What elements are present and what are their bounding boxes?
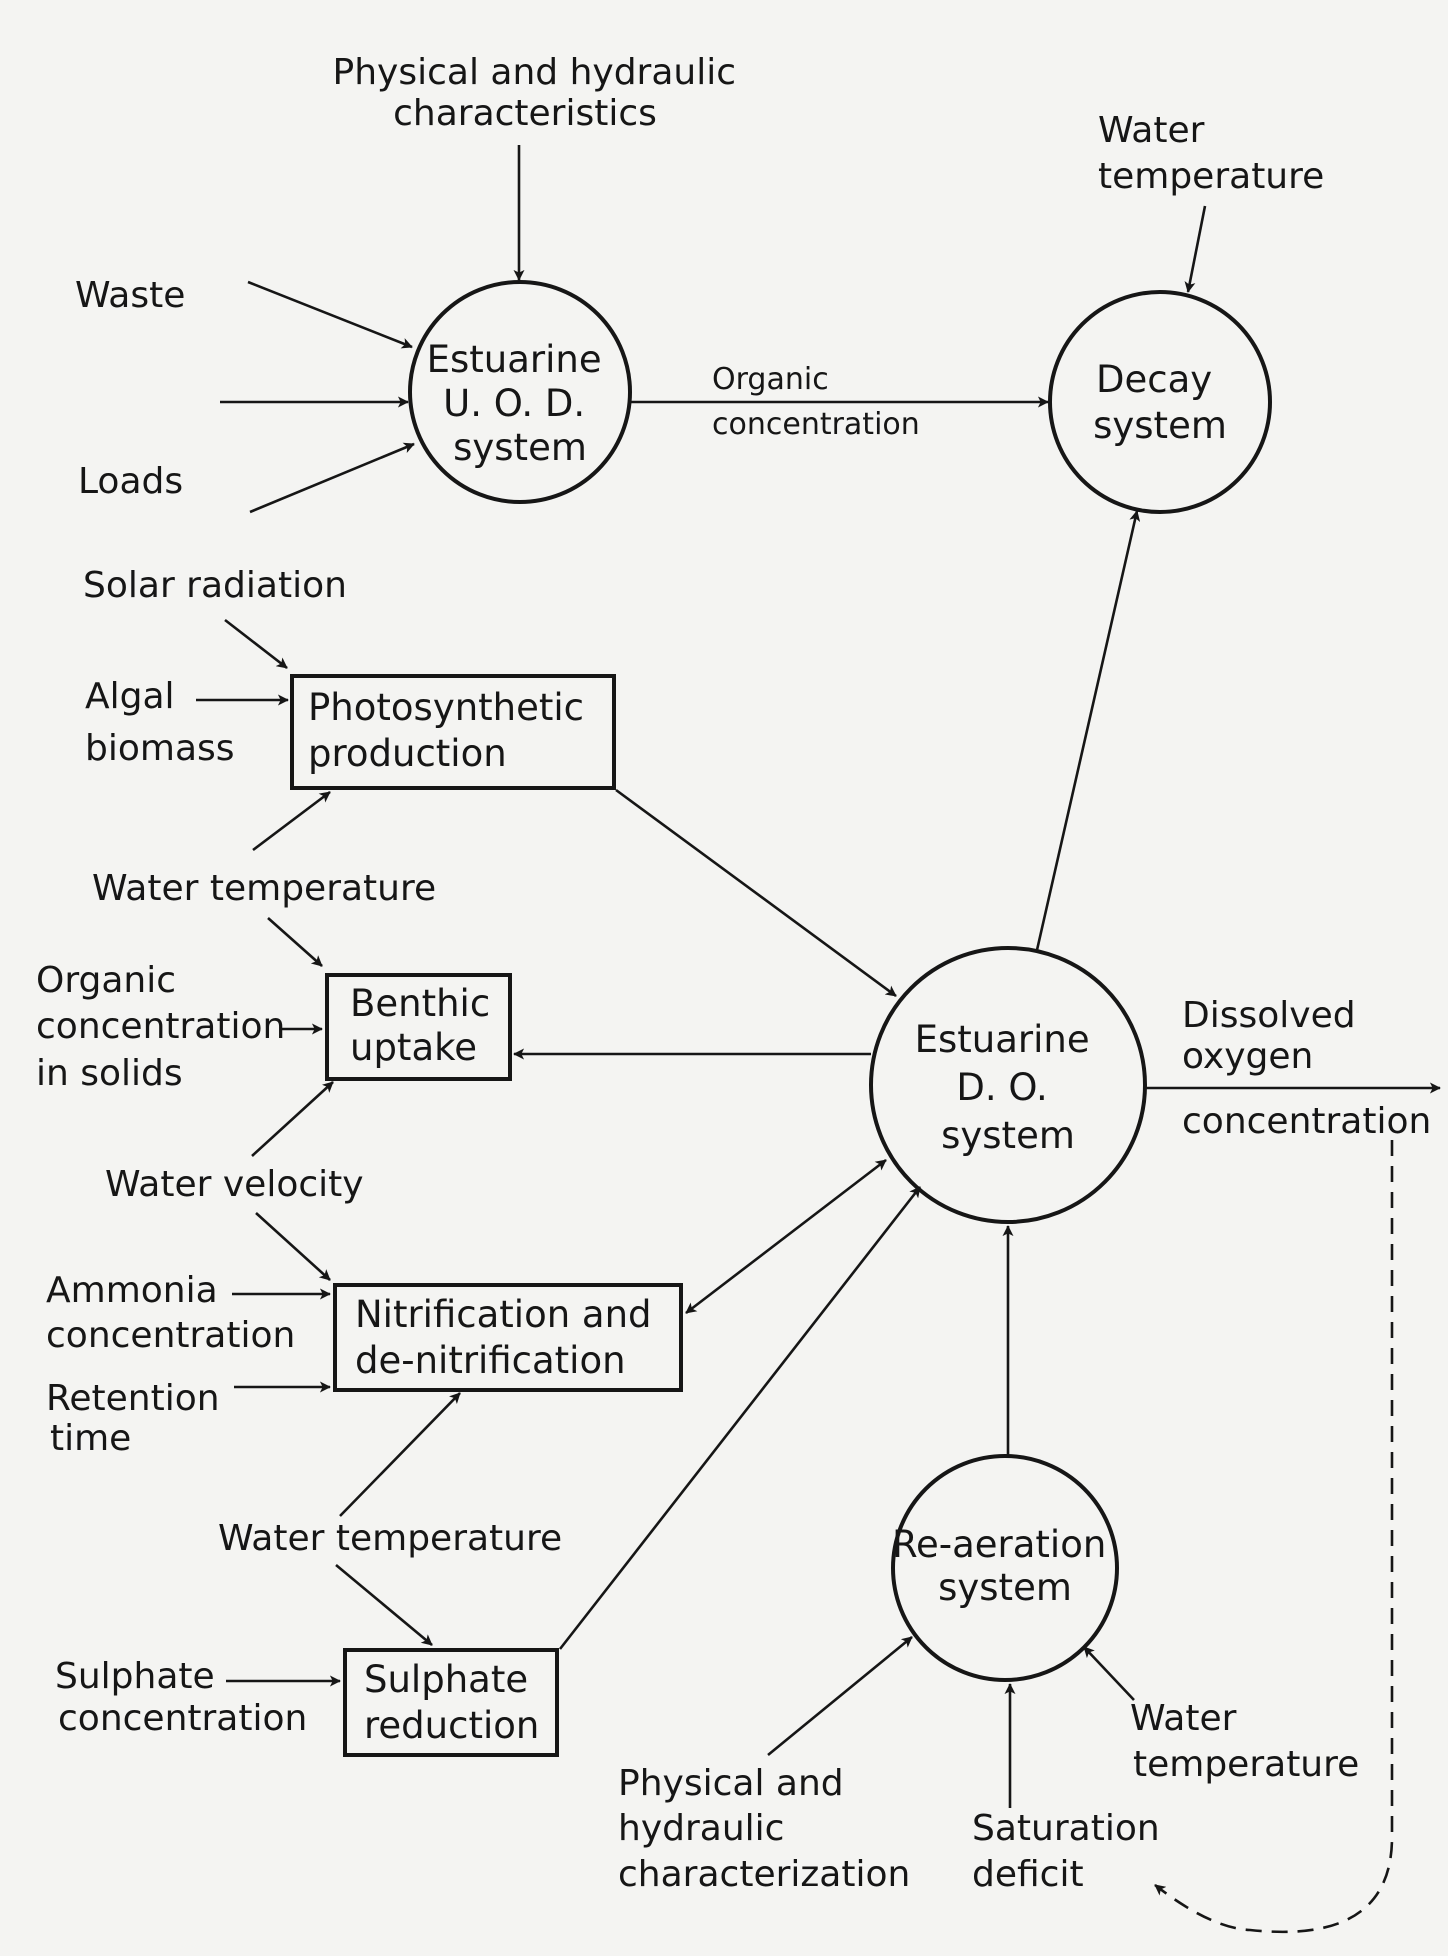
- label-ammonia: Ammonia concentration: [46, 1270, 295, 1356]
- svg-text:Photosynthetic productio: Photosynthetic production: [308, 686, 596, 775]
- edge-solar-to-photo: [224, 618, 288, 670]
- node-uod: Estuarine U. O. D. system: [408, 280, 632, 504]
- edge-sulph-to-do: [558, 1186, 922, 1650]
- node-nitrification: Nitrification and de-nitrification: [333, 1283, 683, 1392]
- sulph-line-1: Sulphate: [364, 1658, 528, 1701]
- edge-phys-hyd-to-reaer: [767, 1635, 913, 1757]
- label-water-velocity: Water velocity: [105, 1164, 364, 1205]
- edge-waste-to-uod: [247, 280, 413, 349]
- label-algal-biomass: Algal biomass: [85, 676, 235, 769]
- edge-temp-to-sulph: [335, 1564, 433, 1646]
- edge-velocity-to-nitri: [255, 1212, 331, 1281]
- svg-text:Re-aeration system: Re-aeration system: [892, 1523, 1118, 1609]
- edge-feedback-dashed: [1154, 1140, 1394, 1934]
- node-photosynthetic: Photosynthetic production: [290, 674, 616, 790]
- photo-line-1: Photosynthetic: [308, 686, 584, 729]
- edge-velocity-to-benthic: [251, 1081, 334, 1157]
- node-do: Estuarine D. O. system: [869, 946, 1147, 1224]
- reaer-line-1: Re-aeration: [892, 1523, 1106, 1566]
- node-decay: Decay system: [1048, 290, 1272, 514]
- do-line-2: D. O.: [956, 1066, 1047, 1109]
- label-water-temp-photo: Water temperature: [92, 868, 436, 909]
- label-saturation-deficit: Saturation deficit: [972, 1808, 1171, 1895]
- label-dissolved-oxygen-output: Dissolved oxygen concentration: [1182, 995, 1431, 1142]
- svg-text:Estuarine U. O. D.: Estuarine U. O. D. system: [427, 338, 614, 469]
- svg-text:Benthic uptake: Benthic uptake: [350, 982, 502, 1069]
- edge-temp-to-benthic: [267, 917, 323, 967]
- benthic-line-2: uptake: [350, 1026, 477, 1069]
- label-water-temp-mid: Water temperature: [218, 1518, 562, 1559]
- node-reaeration: Re-aeration system: [891, 1454, 1119, 1682]
- label-phys-hyd-bottom: Physical and hydraulic characterization: [618, 1763, 910, 1895]
- node-sulphate: Sulphate reduction: [343, 1648, 559, 1757]
- svg-text:Estuarine D. O. sy: Estuarine D. O. system: [915, 1018, 1102, 1157]
- sulph-line-2: reduction: [364, 1704, 539, 1747]
- nitri-line-2: de-nitrification: [355, 1339, 626, 1382]
- node-benthic: Benthic uptake: [325, 973, 512, 1081]
- label-organic-solids: Organic concentration in solids: [36, 960, 297, 1094]
- svg-text:Nitrification and de-nit: Nitrification and de-nitrification: [355, 1293, 663, 1382]
- uod-line-3: system: [453, 426, 587, 469]
- decay-line-2: system: [1093, 404, 1227, 447]
- label-solar-radiation: Solar radiation: [83, 565, 347, 606]
- label-water-temp-decay: Water temperature: [1098, 110, 1324, 197]
- label-phys-hyd-top: Physical and hydraulic characteristics: [333, 52, 748, 134]
- do-line-1: Estuarine: [915, 1018, 1090, 1061]
- svg-text:Sulphate reduction: Sulphate reduction: [364, 1658, 540, 1747]
- label-retention-time: Retention time: [46, 1378, 231, 1459]
- label-waste: Waste: [75, 275, 185, 316]
- edge-photo-to-do: [615, 788, 897, 998]
- edge-loads-to-uod: [249, 442, 415, 514]
- uod-line-1: Estuarine: [427, 338, 602, 381]
- nitri-line-1: Nitrification and: [355, 1293, 652, 1336]
- edge-temp-to-photo: [252, 790, 331, 852]
- benthic-line-1: Benthic: [350, 982, 490, 1025]
- edge-do-to-decay: [1035, 510, 1141, 951]
- label-sulphate-concentration: Sulphate concentration: [55, 1656, 307, 1739]
- edge-temp-to-nitri: [339, 1392, 461, 1517]
- label-loads: Loads: [78, 461, 183, 502]
- photo-line-2: production: [308, 732, 507, 775]
- label-water-temp-reaeration: Water temperature: [1130, 1698, 1359, 1785]
- edge-nitri-do-bidirectional: [685, 1158, 887, 1315]
- svg-text:Decay system: Decay system: [1093, 358, 1227, 447]
- edge-temp-to-decay: [1184, 205, 1207, 293]
- label-organic-concentration-flow: Organic concentration: [712, 362, 920, 442]
- decay-line-1: Decay: [1096, 358, 1212, 401]
- reaer-line-2: system: [938, 1566, 1072, 1609]
- uod-line-2: U. O. D.: [443, 382, 585, 425]
- do-line-3: system: [941, 1114, 1075, 1157]
- edge-temp-to-reaer: [1083, 1646, 1135, 1701]
